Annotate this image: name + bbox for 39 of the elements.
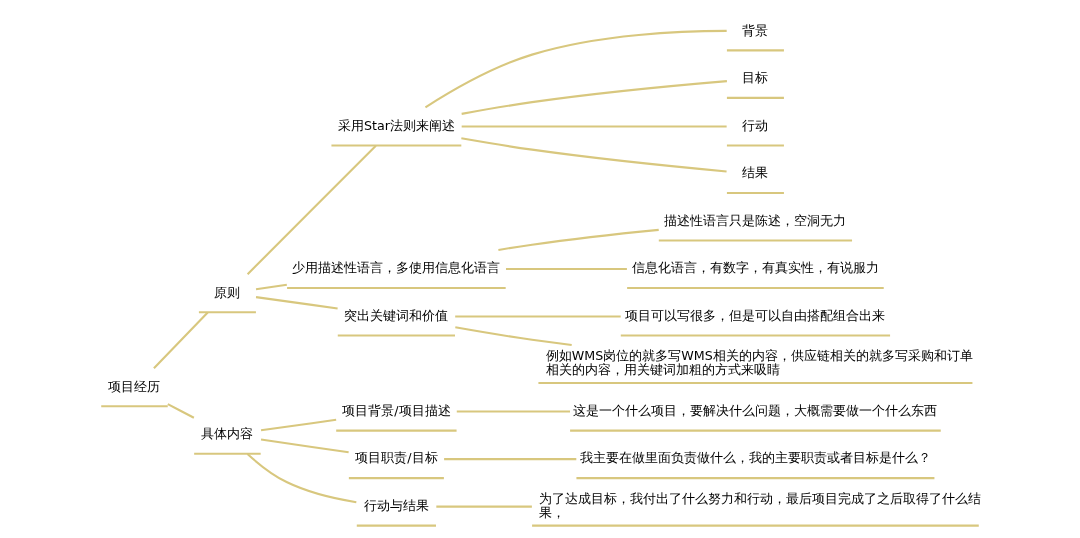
node-text: 背景 [742,22,769,38]
connector [455,326,572,347]
node-text: 少用描述性语言，多使用信息化语言 [292,260,501,276]
connector [255,296,338,310]
node-text: 结果 [742,165,769,181]
connector [153,311,209,369]
node-text: 项目背景/项目描述 [342,402,451,418]
node-text: 项目职责/目标 [355,450,438,466]
connector [260,418,337,432]
node-text: 采用Star法则来阐述 [337,117,455,133]
connector [246,453,357,504]
connector [167,403,195,419]
node-text: 信息化语言，有数字，有真实性，有说服力 [631,260,879,276]
connector [424,29,727,109]
node-text: 行动 [742,117,769,133]
connector [498,228,659,251]
node-text: 这是一个什么项目，要解决什么问题，大概需要做一个什么东西 [573,402,938,418]
node-text: 例如WMS岗位的就多写WMS相关的内容，供应链相关的就多写采购和订单相关的内容，用关键词加粗的方式来吸睛 [545,348,973,378]
node-text: 描述性语言只是陈述，空洞无力 [664,212,847,228]
connector [461,137,727,173]
connector [444,458,577,461]
connector [255,283,287,291]
node-text: 行动与结果 [363,497,429,513]
connector [456,410,570,413]
node-text: 目标 [742,70,769,86]
node-text: 突出关键词和价值 [344,307,449,323]
connector [246,145,377,275]
node-text: 原则 [214,284,241,300]
connector [506,267,627,271]
node-text: 具体内容 [201,426,254,442]
connector [461,125,727,128]
connector [436,505,532,508]
connector [461,80,727,115]
connector [260,438,349,454]
node-text: 为了达成目标，我付出了什么努力和行动，最后项目完成了之后取得了什么结果， [539,491,982,520]
node-text: 我主要在做里面负责做什么，我的主要职责或者目标是什么？ [579,450,931,466]
node-text: 项目可以写很多，但是可以自由搭配组合出来 [625,307,886,323]
connector [455,315,621,318]
node-text: 项目经历 [108,379,161,394]
